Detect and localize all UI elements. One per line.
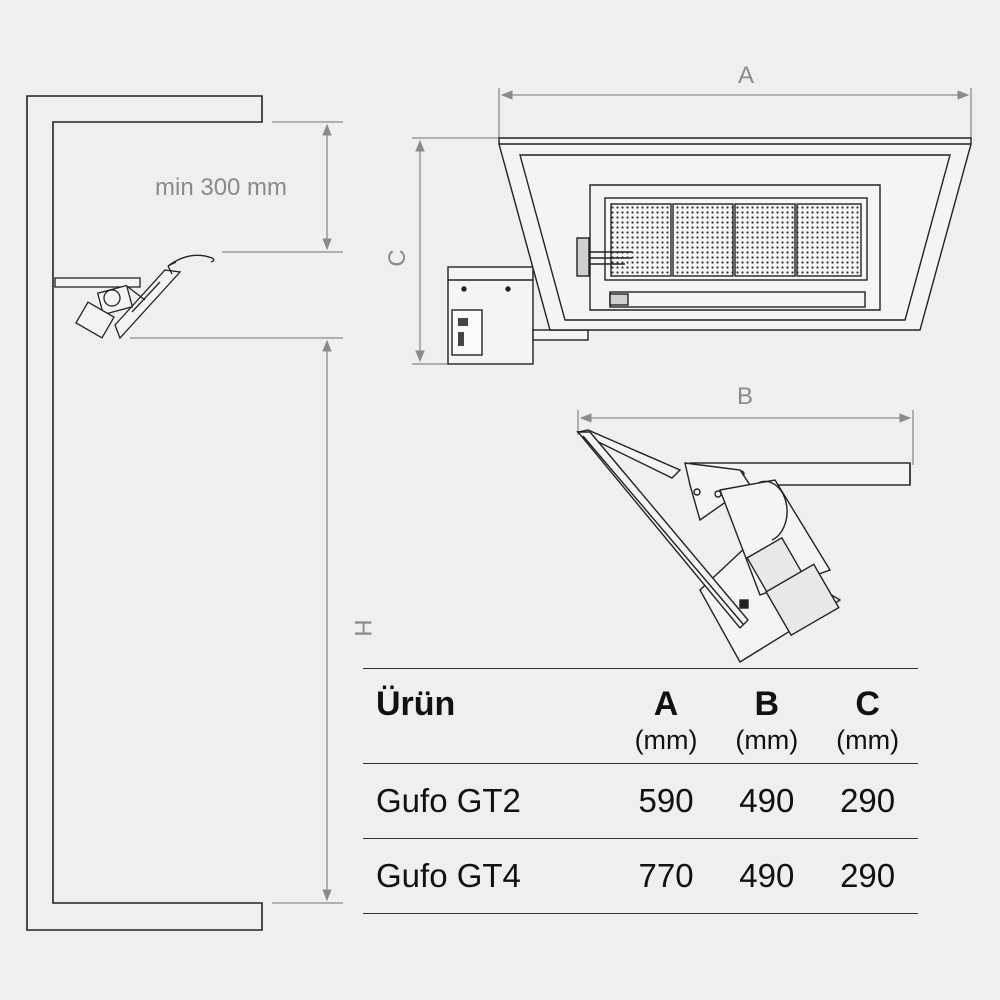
value-b-cell: 490 [716, 838, 818, 914]
dim-a-label: A [738, 62, 754, 89]
product-cell: Gufo GT4 [363, 838, 616, 914]
header-product: Ürün [363, 668, 616, 764]
heater-front-view [447, 137, 972, 365]
dim-c-label: C [384, 249, 411, 266]
header-a: A (mm) [615, 668, 717, 764]
value-c-cell: 290 [817, 838, 918, 914]
header-b: B (mm) [716, 668, 818, 764]
dimension-a [498, 88, 972, 138]
table-header-row: Ürün A (mm) B (mm) C (mm) [363, 668, 918, 764]
value-a-cell: 770 [615, 838, 717, 914]
small-heater-icon [54, 254, 215, 340]
height-dimension [130, 337, 343, 904]
table-row: Gufo GT2 590 490 290 [363, 763, 918, 839]
value-a-cell: 590 [615, 763, 717, 839]
value-c-cell: 290 [817, 763, 918, 839]
heater-side-view [575, 429, 911, 663]
min-clearance-label: min 300 mm [155, 174, 287, 201]
dim-b-label: B [737, 383, 753, 410]
header-c: C (mm) [817, 668, 918, 764]
height-label: H [349, 619, 376, 636]
dimension-c [412, 137, 498, 365]
table-row: Gufo GT4 770 490 290 [363, 838, 918, 914]
dimension-table: Ürün A (mm) B (mm) C (mm) Gufo GT2 590 4… [363, 668, 918, 914]
value-b-cell: 490 [716, 763, 818, 839]
clearance-dimension [222, 121, 343, 253]
wall-outline [26, 95, 263, 931]
product-cell: Gufo GT2 [363, 763, 616, 839]
dimension-b [577, 410, 914, 465]
